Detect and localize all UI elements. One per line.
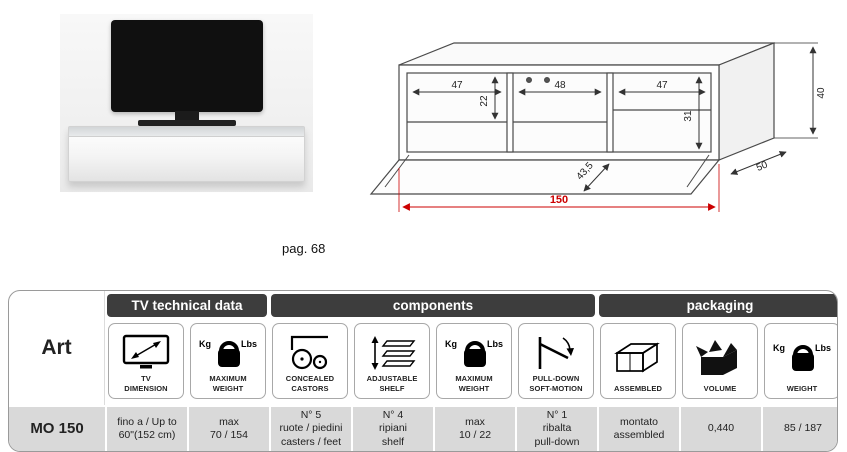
- caption-assembled: ASSEMBLED: [614, 383, 662, 393]
- icon-box-max-weight-tv: Kg Lbs MAXIMUM WEIGHT: [190, 323, 266, 399]
- dim-bay3-width: 47: [656, 80, 668, 91]
- dim-bay2-width: 48: [554, 80, 566, 91]
- kg-label: Kg: [199, 339, 211, 349]
- tv: [110, 20, 263, 112]
- dim-bay1-width: 47: [451, 80, 463, 91]
- value-max-weight-tv: max 70 / 154: [187, 405, 269, 451]
- icon-box-pull-down: PULL-DOWN SOFT-MOTION: [518, 323, 594, 399]
- caption-max-weight-shelf: MAXIMUM WEIGHT: [455, 374, 493, 393]
- tv-screen-image: [116, 25, 258, 107]
- tv-dimension-icon: [122, 331, 170, 374]
- pull-down-soft-motion-icon: [534, 331, 578, 374]
- tv-stand-neck: [174, 111, 199, 122]
- column-concealed-castors: CONCEALED CASTORS: [269, 317, 351, 405]
- weight-icon: Kg Lbs: [772, 331, 832, 384]
- icon-box-shelf: ADJUSTABLE SHELF: [354, 323, 430, 399]
- icon-box-volume: VOLUME: [682, 323, 758, 399]
- tv-stand-base: [137, 120, 236, 126]
- kg-label: Kg: [445, 339, 457, 349]
- column-weight: Kg Lbs WEIGHT: [761, 317, 837, 405]
- lbs-label: Lbs: [487, 339, 503, 349]
- model-number: MO 150: [9, 405, 105, 451]
- caption-weight: WEIGHT: [786, 383, 818, 393]
- caption-tv-dimension: TV DIMENSION: [124, 374, 168, 393]
- group-header-tv-technical-data: TV technical data: [107, 294, 267, 317]
- caption-volume: VOLUME: [703, 383, 737, 393]
- icon-box-weight: Kg Lbs WEIGHT: [764, 323, 837, 399]
- dim-height: 40: [816, 87, 827, 99]
- concealed-castors-icon: [289, 331, 331, 374]
- top-area: 47 48 47 22 31 43,5 50 40 150: [0, 0, 847, 225]
- icon-box-max-weight-shelf: Kg Lbs MAXIMUM WEIGHT: [436, 323, 512, 399]
- icon-box-tv-dimension: TV DIMENSION: [108, 323, 184, 399]
- column-pull-down: PULL-DOWN SOFT-MOTION: [515, 317, 597, 405]
- dimension-total-width: [398, 164, 720, 212]
- maximum-weight-icon: Kg Lbs: [198, 331, 258, 374]
- caption-pull-down: PULL-DOWN SOFT-MOTION: [529, 374, 583, 393]
- cabinet-outline: [369, 42, 775, 195]
- lbs-label: Lbs: [241, 339, 257, 349]
- value-weight: 85 / 187: [761, 405, 837, 451]
- spec-table: Art TV technical data components packagi…: [8, 290, 838, 452]
- maximum-weight-icon: Kg Lbs: [444, 331, 504, 374]
- value-shelf: N° 4 ripiani shelf: [351, 405, 433, 451]
- caption-castors: CONCEALED CASTORS: [285, 374, 335, 393]
- value-tv-dimension: fino a / Up to 60"(152 cm): [105, 405, 187, 451]
- art-header: Art: [9, 291, 105, 405]
- product-photo: [60, 14, 313, 192]
- column-tv-dimension: TV DIMENSION: [105, 317, 187, 405]
- dim-bay-height: 22: [479, 95, 490, 107]
- column-adjustable-shelf: ADJUSTABLE SHELF: [351, 317, 433, 405]
- kg-label: Kg: [773, 343, 785, 353]
- caption-shelf: ADJUSTABLE SHELF: [366, 374, 418, 393]
- value-volume: 0,440: [679, 405, 761, 451]
- tv-cabinet-top: [69, 127, 304, 137]
- dim-total-width: 150: [550, 194, 568, 206]
- icon-box-assembled: ASSEMBLED: [600, 323, 676, 399]
- column-volume: VOLUME: [679, 317, 761, 405]
- value-pull-down: N° 1 ribalta pull-down: [515, 405, 597, 451]
- assembled-box-icon: [613, 331, 663, 384]
- column-max-weight-tv: Kg Lbs MAXIMUM WEIGHT: [187, 317, 269, 405]
- technical-drawing: 47 48 47 22 31 43,5 50 40 150: [369, 20, 831, 225]
- dimension-lines: [412, 42, 818, 192]
- value-assembled: montato assembled: [597, 405, 679, 451]
- lbs-label: Lbs: [815, 343, 831, 353]
- caption-max-weight-tv: MAXIMUM WEIGHT: [209, 374, 247, 393]
- value-castors: N° 5 ruote / piedini casters / feet: [269, 405, 351, 451]
- value-max-weight-shelf: max 10 / 22: [433, 405, 515, 451]
- adjustable-shelf-icon: [368, 331, 416, 374]
- tv-cabinet: [68, 126, 305, 182]
- column-assembled: ASSEMBLED: [597, 317, 679, 405]
- group-header-packaging: packaging: [599, 294, 837, 317]
- icon-box-castors: CONCEALED CASTORS: [272, 323, 348, 399]
- volume-open-box-icon: [695, 331, 745, 384]
- dim-bay3-height: 31: [683, 110, 694, 122]
- page-reference: pag. 68: [282, 241, 326, 256]
- dim-depth: 50: [755, 159, 770, 174]
- group-header-components: components: [271, 294, 595, 317]
- column-max-weight-shelf: Kg Lbs MAXIMUM WEIGHT: [433, 317, 515, 405]
